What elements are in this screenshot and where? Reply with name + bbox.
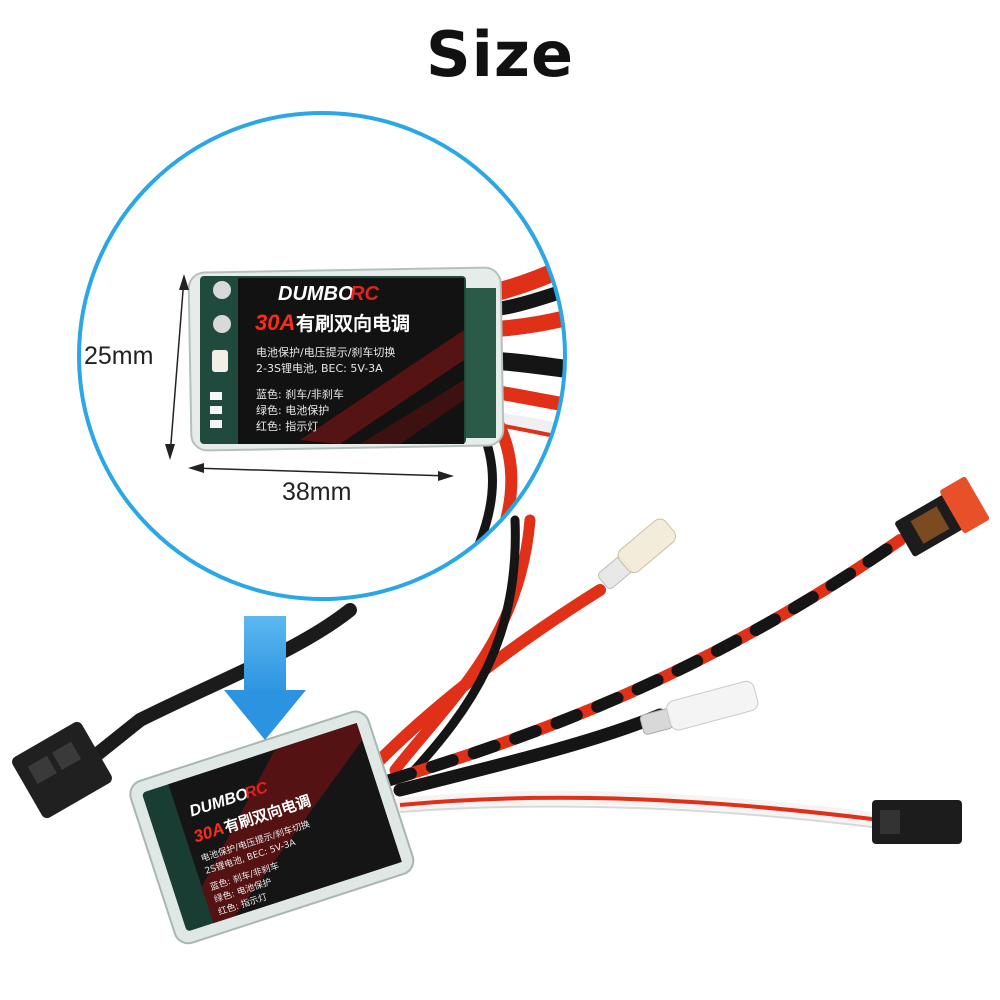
label-brand-suffix: RC: [350, 283, 379, 305]
twisted-switch-wire: [384, 534, 906, 786]
power-switch: [895, 476, 990, 557]
magnify-circle: DUMBO RC 30A 有刷双向电调 电池保护/电压提示/刹车切换 2-3S锂…: [77, 111, 567, 601]
width-dimension-arrow: [188, 463, 454, 481]
bullet-terminal-black: [639, 680, 759, 735]
height-dimension-arrow: [165, 274, 189, 460]
label-line-3: 蓝色: 刹车/非刹车: [256, 387, 344, 401]
small-label-brand-suffix: RC: [243, 779, 271, 802]
page-title: Size: [425, 18, 575, 91]
zoom-arrow: [224, 616, 306, 740]
label-line-2: 2-3S锂电池, BEC: 5V-3A: [256, 361, 383, 375]
width-dimension-label: 38mm: [282, 478, 352, 506]
esc-module-small: [129, 710, 415, 945]
label-headline-prefix: 30A: [255, 310, 295, 335]
label-line-4: 绿色: 电池保护: [256, 403, 329, 417]
led-indicator: [213, 281, 231, 299]
label-line-5: 红色: 指示灯: [256, 419, 318, 433]
red-wire-terminal: [374, 584, 606, 766]
esc-module-large: [187, 266, 505, 452]
height-dimension-label: 25mm: [84, 342, 154, 370]
servo-connector: [872, 800, 962, 844]
label-headline: 有刷双向电调: [296, 312, 410, 335]
black-wire-terminal: [393, 708, 667, 797]
label-line-1: 电池保护/电压提示/刹车切换: [256, 345, 395, 359]
label-brand: DUMBO: [278, 283, 354, 305]
power-connector: [12, 721, 112, 819]
servo-lead: [393, 790, 887, 829]
bullet-terminal-red: [597, 518, 677, 590]
